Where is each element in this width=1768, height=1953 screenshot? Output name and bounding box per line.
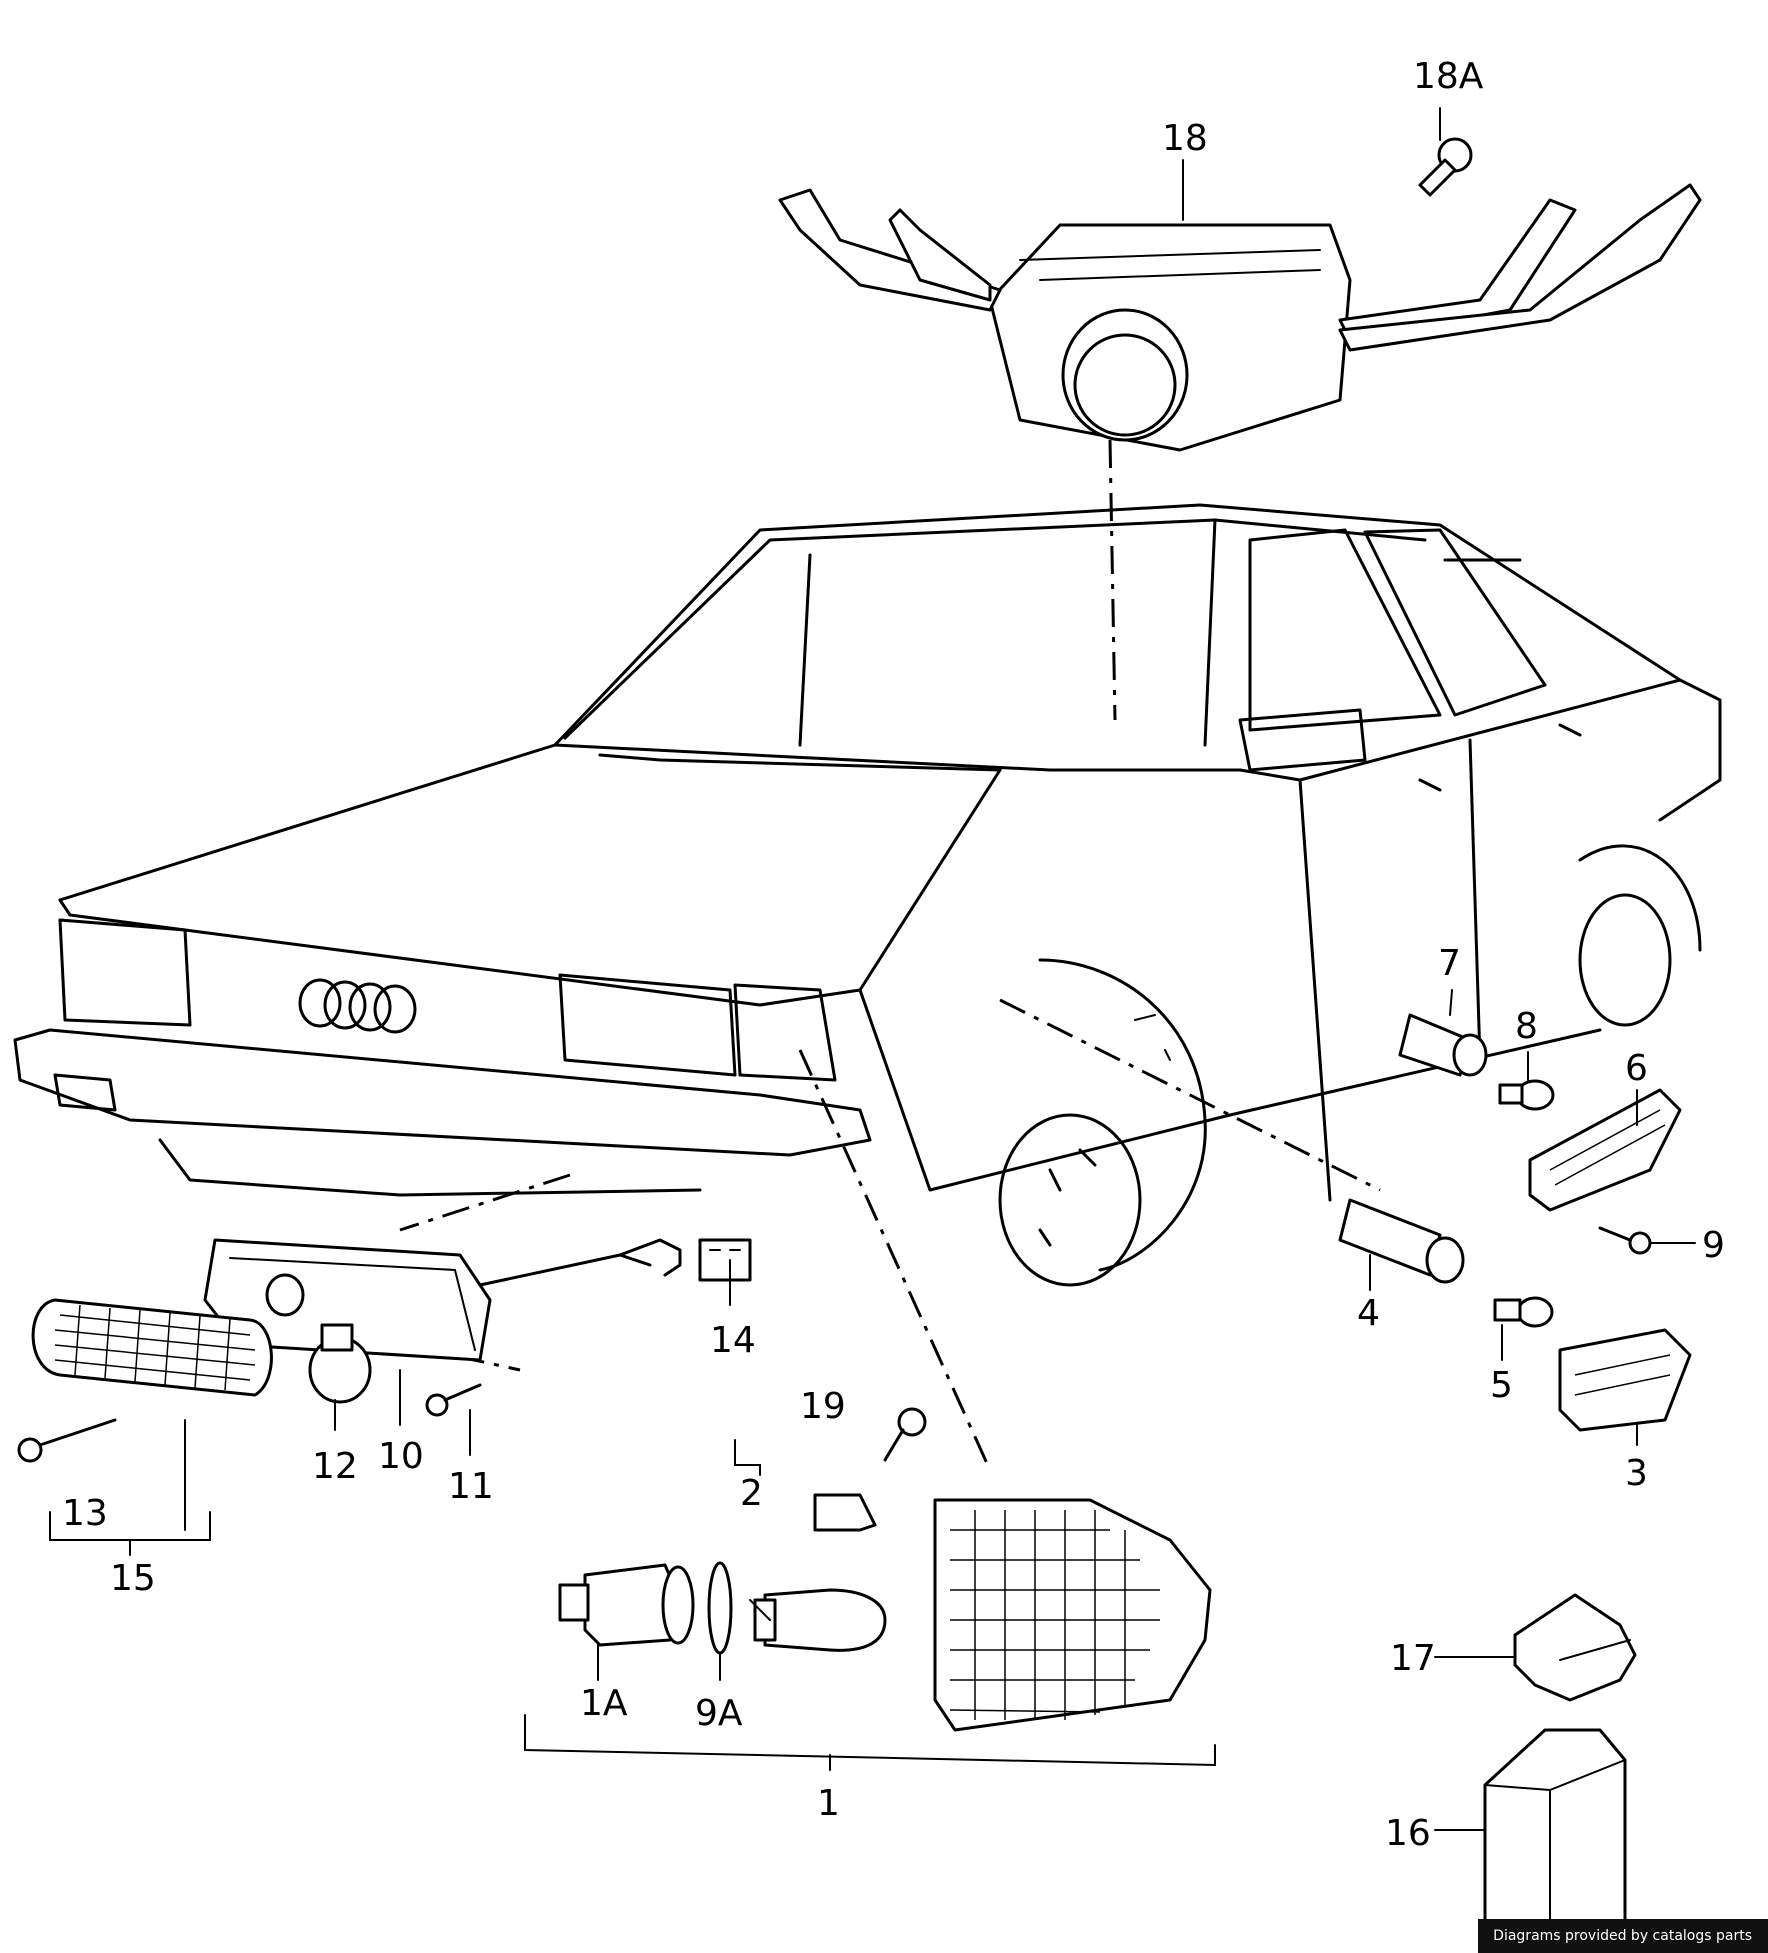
socket-4 [1338,1198,1465,1284]
label-1: 1 [817,1783,840,1824]
turn-signal-lens-1 [933,1498,1212,1732]
bulb-8 [1498,1079,1555,1111]
gasket-9a [707,1561,733,1655]
label-18a: 18A [1413,56,1484,97]
label-17: 17 [1390,1638,1436,1679]
car-illustration [13,503,1722,1287]
label-18: 18 [1162,118,1208,159]
label-9: 9 [1702,1225,1725,1266]
label-9a: 9A [695,1693,743,1734]
socket-7 [1398,1013,1488,1077]
label-8: 8 [1515,1006,1538,1047]
screw-13 [17,1418,117,1463]
diagram-credit: Diagrams provided by catalogs parts [1478,1919,1768,1953]
label-4: 4 [1357,1293,1380,1334]
label-11: 11 [448,1466,494,1507]
leader-lines [399,439,1381,1471]
socket-1a [558,1563,695,1647]
label-15: 15 [110,1558,156,1599]
label-16: 16 [1385,1813,1431,1854]
label-10: 10 [378,1436,424,1477]
light-housing-10 [203,1238,652,1362]
label-5: 5 [1490,1365,1513,1406]
label-14: 14 [710,1320,756,1361]
lamp-3 [1558,1328,1692,1432]
label-6: 6 [1625,1048,1648,1089]
screw-9 [1598,1226,1652,1255]
connector-14 [618,1238,752,1282]
label-2: 2 [740,1473,763,1514]
screw-11 [425,1383,482,1417]
combination-switch [778,183,1702,452]
lamp-6 [1528,1088,1682,1212]
label-1a: 1A [580,1683,628,1724]
clip-19 [813,1493,877,1532]
screw-19 [883,1407,927,1462]
bulb-5 [1493,1296,1554,1328]
cap-16 [1483,1728,1627,1947]
screw-18a [1418,137,1473,197]
part-labels: 18A 18 7 8 6 9 4 5 3 14 19 2 12 10 11 13… [62,56,1725,1854]
label-leaders [49,107,1696,1831]
label-13: 13 [62,1493,108,1534]
clip-17 [1513,1593,1637,1702]
label-7: 7 [1438,943,1461,984]
label-3: 3 [1625,1453,1648,1494]
bulb-2 [753,1588,887,1652]
label-12: 12 [312,1446,358,1487]
rings-logo [298,978,417,1034]
label-19: 19 [800,1386,846,1427]
lens-15 [31,1298,273,1397]
bulb-12 [308,1323,372,1404]
